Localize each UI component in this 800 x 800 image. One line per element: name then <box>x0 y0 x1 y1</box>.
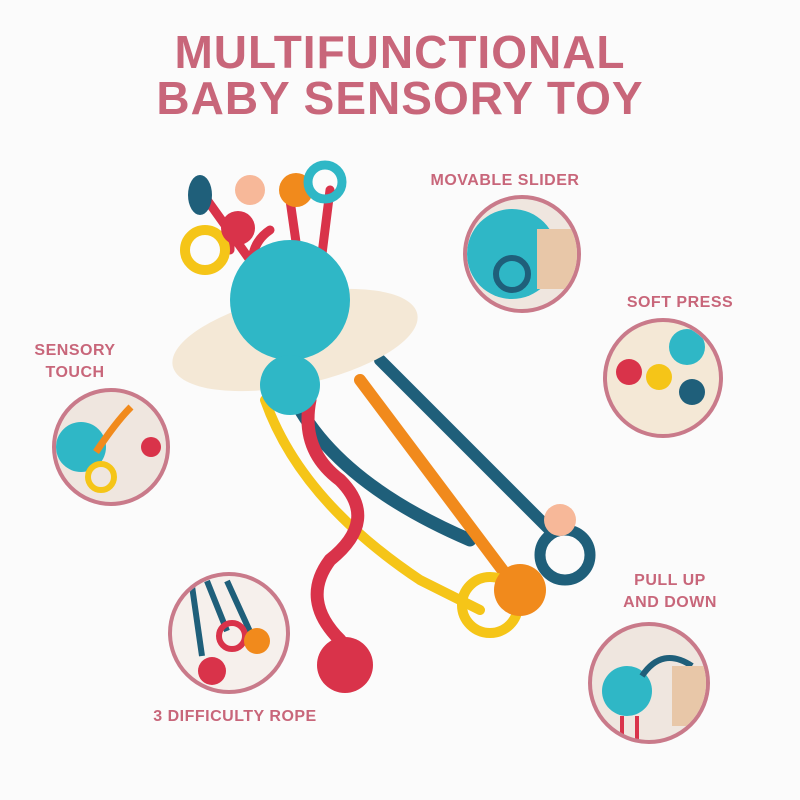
soft-press-image <box>603 318 723 438</box>
label-sensory-touch-line2: TOUCH <box>45 364 105 381</box>
pull-up-down-image <box>588 622 710 744</box>
page-title-line2: BABY SENSORY TOY <box>156 72 644 124</box>
label-soft-press: SOFT PRESS <box>626 294 734 311</box>
page-title-line1: MULTIFUNCTIONAL <box>174 26 626 78</box>
movable-slider-image <box>463 195 581 313</box>
label-pull-up-down: PULL UP AND DOWN <box>610 570 730 614</box>
label-movable-slider: MOVABLE SLIDER <box>430 172 580 189</box>
label-pull-line1: PULL UP <box>634 572 706 589</box>
label-pull-line2: AND DOWN <box>623 594 717 611</box>
label-difficulty-rope: 3 DIFFICULTY ROPE <box>153 708 317 725</box>
label-sensory-touch-line1: SENSORY <box>34 342 116 359</box>
label-sensory-touch: SENSORY TOUCH <box>25 340 125 384</box>
difficulty-rope-image <box>168 572 290 694</box>
sensory-touch-image <box>52 388 170 506</box>
